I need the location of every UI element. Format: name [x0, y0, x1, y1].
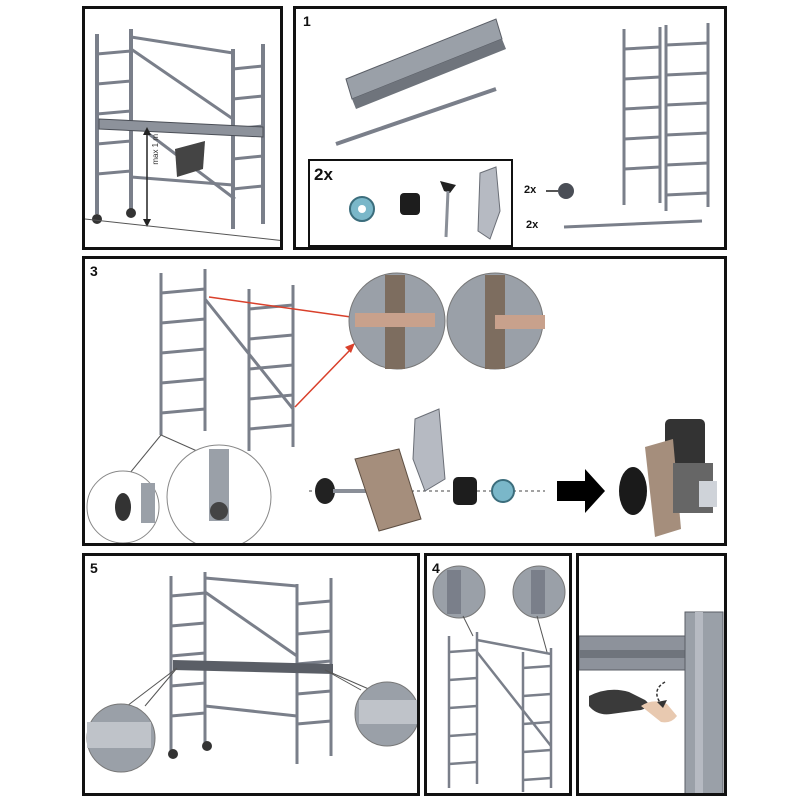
hardware-drawing: [349, 166, 501, 240]
frame-join-drawing: [86, 269, 717, 543]
panel-overview: max 1 m: [82, 6, 283, 250]
hardware-box: 2x: [308, 159, 513, 247]
hardware-qty-label: 2x: [314, 165, 333, 184]
dimension-label: max 1 m: [151, 134, 160, 165]
panel-frame-join: 3: [82, 256, 727, 546]
panel-parts: 1 2x 2x 2x: [293, 6, 727, 250]
detail-drawing: [579, 611, 724, 793]
overview-drawing: [85, 29, 280, 241]
step-label-1: 1: [303, 13, 311, 29]
wheel-qty-label: 2x: [524, 184, 537, 196]
step-label-5: 5: [90, 560, 98, 576]
step-label-4: 4: [432, 560, 440, 576]
panel-platform: 5: [82, 553, 420, 796]
spacer-block: [400, 193, 420, 215]
braces-drawing: [432, 565, 566, 792]
panel-braces: 4: [424, 553, 572, 796]
bar-qty-label: 2x: [526, 219, 539, 231]
parts-drawing: [335, 18, 710, 229]
step-label-3: 3: [90, 263, 98, 279]
platform-drawing: [86, 572, 417, 773]
panel-detail: [576, 553, 727, 796]
